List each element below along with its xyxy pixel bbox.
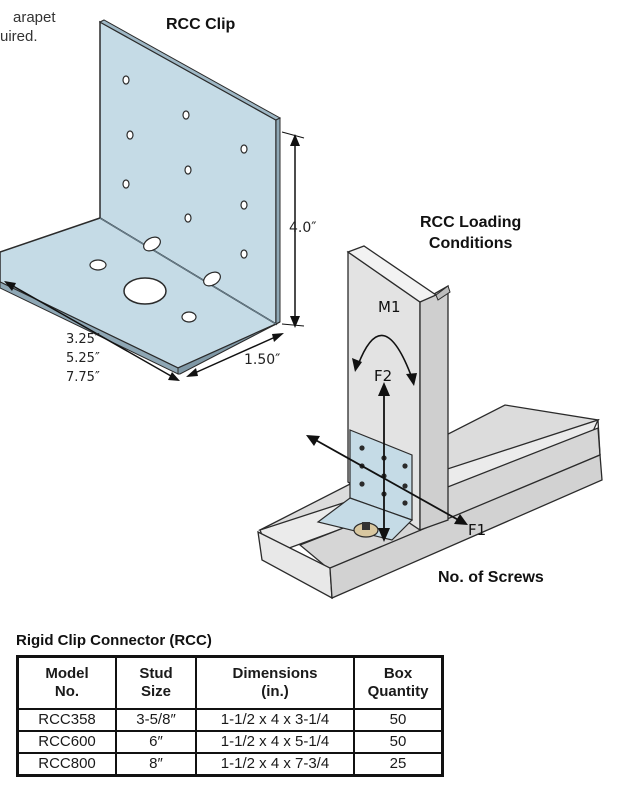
hole: [184, 213, 192, 223]
table-caption: Rigid Clip Connector (RCC): [16, 632, 212, 649]
hole: [122, 179, 130, 189]
intro-line-1: arapet: [13, 9, 56, 26]
clip-vertical-plate-side: [275, 117, 281, 325]
clip-screw-holes: [122, 75, 248, 259]
stud-flange: [419, 284, 449, 531]
cell-box-quantity: 50: [353, 730, 444, 754]
base-hole-small: [181, 311, 197, 323]
width-label-2: 5.25″: [66, 351, 100, 366]
hole: [359, 481, 365, 487]
bend-slot: [203, 271, 221, 287]
m1-label: M1: [378, 298, 401, 316]
table-row: RCC358 3-5/8″ 1-1/2 x 4 x 3-1/4 50: [16, 708, 444, 732]
width-label-3: 7.75″: [66, 370, 100, 385]
hole: [402, 483, 408, 489]
hole: [402, 463, 408, 469]
screws-label: No. of Screws: [438, 569, 544, 586]
width-dimension-line: [5, 281, 179, 381]
hole: [182, 110, 190, 120]
hole: [402, 500, 408, 506]
cell-dimensions: 1-1/2 x 4 x 5-1/4: [195, 730, 355, 754]
width-dimension-labels: 3.25″ 5.25″ 7.75″: [66, 330, 100, 387]
depth-dimension-label: 1.50″: [244, 352, 281, 368]
cell-box-quantity: 25: [353, 752, 444, 777]
hole: [126, 130, 134, 140]
bend-slot: [143, 236, 161, 252]
hole: [240, 249, 248, 259]
cell-stud-size: 3-5/8″: [115, 708, 197, 732]
loading-screw-head: [362, 522, 370, 530]
loading-title-line-2: Conditions: [428, 235, 513, 252]
rcc-clip-title: RCC Clip: [166, 16, 236, 33]
intro-text-fragment: arapet uired.: [0, 8, 56, 46]
f1-force-arrow: [311, 437, 463, 523]
base-hole-small: [89, 259, 107, 271]
loading-title: RCC Loading Conditions: [420, 212, 521, 254]
m1-moment-arc: [357, 334, 413, 379]
hole: [359, 445, 365, 451]
table-row: RCC800 8″ 1-1/2 x 4 x 7-3/4 25: [16, 752, 444, 777]
cell-dimensions: 1-1/2 x 4 x 3-1/4: [195, 708, 355, 732]
cell-model: RCC800: [16, 752, 117, 777]
base-hole-large: [123, 277, 167, 305]
track-front-face: [329, 454, 603, 599]
clip-base-plate-edge-right: [177, 321, 281, 375]
f1-label: F1: [468, 521, 487, 539]
cell-box-quantity: 50: [353, 708, 444, 732]
loading-title-line-1: RCC Loading: [420, 214, 522, 231]
height-dimension-label: 4.0″: [289, 220, 317, 236]
table-row: RCC600 6″ 1-1/2 x 4 x 5-1/4 50: [16, 730, 444, 754]
depth-dimension-line: [187, 333, 283, 377]
width-label-1: 3.25″: [66, 332, 100, 347]
f2-label: F2: [374, 367, 393, 385]
cell-dimensions: 1-1/2 x 4 x 7-3/4: [195, 752, 355, 777]
cell-stud-size: 6″: [115, 730, 197, 754]
stud-return: [435, 285, 451, 301]
cell-model: RCC600: [16, 730, 117, 754]
hole: [122, 75, 130, 85]
intro-line-2: uired.: [0, 28, 38, 45]
cell-model: RCC358: [16, 708, 117, 732]
clip-bend-line: [99, 217, 277, 325]
cell-stud-size: 8″: [115, 752, 197, 777]
hole: [240, 144, 248, 154]
hole: [240, 200, 248, 210]
header-dimensions: Dimensions(in.): [195, 655, 355, 710]
hole: [184, 165, 192, 175]
